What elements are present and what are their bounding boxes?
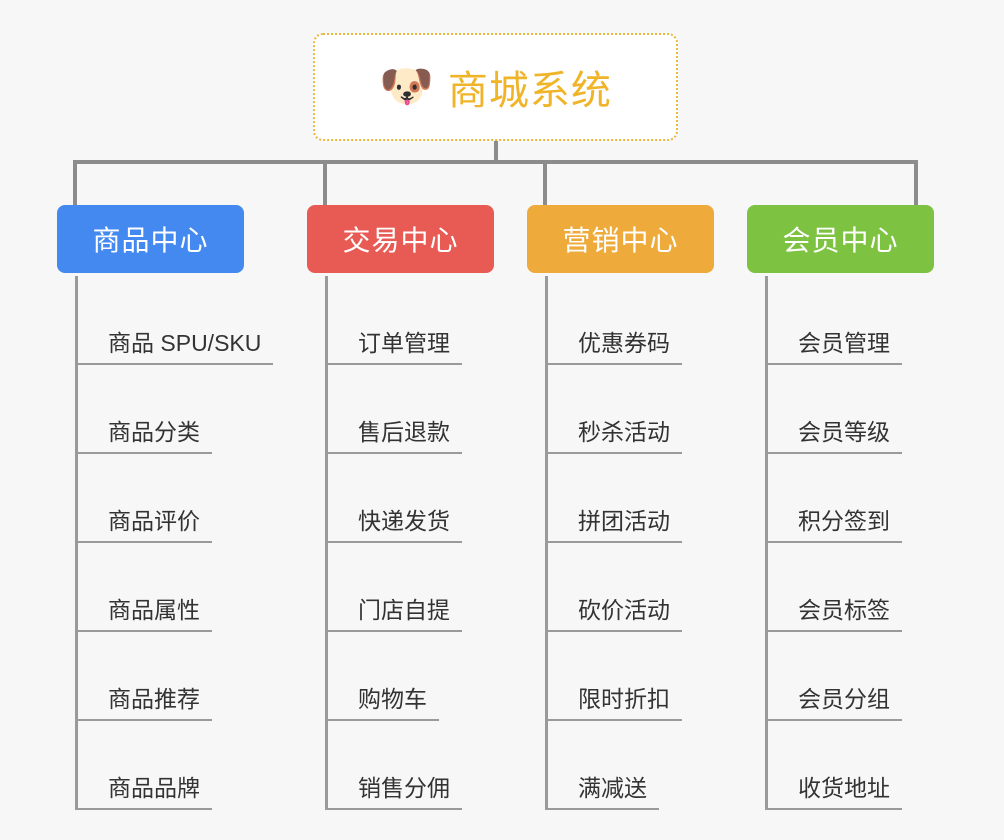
leaf-item-label: 购物车	[358, 685, 427, 712]
leaf-item[interactable]: 商品推荐	[75, 632, 212, 721]
leaf-item[interactable]: 订单管理	[325, 276, 462, 365]
column-spine	[325, 276, 328, 810]
leaf-item-label: 会员标签	[798, 596, 890, 623]
leaf-item-label: 商品品牌	[108, 774, 200, 801]
leaf-item[interactable]: 积分签到	[765, 454, 902, 543]
leaf-item-label: 秒杀活动	[578, 418, 670, 445]
leaf-item[interactable]: 购物车	[325, 632, 439, 721]
leaf-item-label: 会员管理	[798, 329, 890, 356]
leaf-item[interactable]: 会员标签	[765, 543, 902, 632]
leaf-item[interactable]: 商品评价	[75, 454, 212, 543]
category-label: 商品中心	[92, 225, 209, 256]
category-box-4[interactable]: 会员中心	[747, 205, 934, 273]
leaf-item[interactable]: 会员管理	[765, 276, 902, 365]
leaf-item-label: 砍价活动	[578, 596, 670, 623]
leaf-item-label: 拼团活动	[578, 507, 670, 534]
category-box-2[interactable]: 交易中心	[307, 205, 494, 273]
leaf-item[interactable]: 收货地址	[765, 721, 902, 810]
leaf-item[interactable]: 商品 SPU/SKU	[75, 276, 273, 365]
branch-drop-connector-3	[543, 160, 547, 205]
leaf-item-label: 优惠券码	[578, 329, 670, 356]
leaf-item[interactable]: 售后退款	[325, 365, 462, 454]
column-spine	[75, 276, 78, 810]
leaf-column-1: 商品 SPU/SKU 商品分类商品评价商品属性商品推荐商品品牌	[75, 276, 273, 810]
leaf-item-label: 会员等级	[798, 418, 890, 445]
leaf-item[interactable]: 秒杀活动	[545, 365, 682, 454]
leaf-item-label: 销售分佣	[358, 774, 450, 801]
leaf-item[interactable]: 商品分类	[75, 365, 212, 454]
leaf-item[interactable]: 销售分佣	[325, 721, 462, 810]
leaf-item-label: 商品评价	[108, 507, 200, 534]
leaf-item[interactable]: 商品属性	[75, 543, 212, 632]
leaf-item-label: 积分签到	[798, 507, 890, 534]
horizontal-bus-connector	[75, 160, 916, 164]
leaf-column-2: 订单管理售后退款快递发货门店自提购物车销售分佣	[325, 276, 462, 810]
leaf-item[interactable]: 会员等级	[765, 365, 902, 454]
leaf-column-4: 会员管理会员等级积分签到会员标签会员分组收货地址	[765, 276, 902, 810]
category-label: 营销中心	[562, 225, 679, 256]
leaf-item-label: 商品推荐	[108, 685, 200, 712]
leaf-item[interactable]: 砍价活动	[545, 543, 682, 632]
leaf-item[interactable]: 商品品牌	[75, 721, 212, 810]
branch-drop-connector-2	[323, 160, 327, 205]
leaf-item-label: 收货地址	[798, 774, 890, 801]
leaf-item-label: 售后退款	[358, 418, 450, 445]
leaf-item[interactable]: 拼团活动	[545, 454, 682, 543]
branch-drop-connector-4	[914, 160, 918, 205]
leaf-item[interactable]: 门店自提	[325, 543, 462, 632]
leaf-column-3: 优惠券码秒杀活动拼团活动砍价活动限时折扣满减送	[545, 276, 682, 810]
leaf-item[interactable]: 会员分组	[765, 632, 902, 721]
leaf-item[interactable]: 优惠券码	[545, 276, 682, 365]
leaf-item-label: 会员分组	[798, 685, 890, 712]
root-title: 商城系统	[447, 69, 612, 113]
leaf-item[interactable]: 满减送	[545, 721, 659, 810]
leaf-item-label: 商品属性	[108, 596, 200, 623]
root-node[interactable]: 🐶 商城系统	[313, 33, 678, 141]
shiba-dog-face-icon: 🐶	[379, 62, 434, 111]
category-box-1[interactable]: 商品中心	[57, 205, 244, 273]
leaf-item[interactable]: 快递发货	[325, 454, 462, 543]
category-box-3[interactable]: 营销中心	[527, 205, 714, 273]
leaf-item-label: 订单管理	[358, 329, 450, 356]
leaf-item-label: 门店自提	[358, 596, 450, 623]
leaf-item-label: 商品分类	[108, 418, 200, 445]
leaf-item-label: 快递发货	[358, 507, 450, 534]
root-stem-connector	[494, 141, 498, 164]
column-spine	[765, 276, 768, 810]
category-label: 交易中心	[342, 225, 459, 256]
leaf-item-label: 商品 SPU/SKU	[108, 329, 262, 356]
column-spine	[545, 276, 548, 810]
leaf-item[interactable]: 限时折扣	[545, 632, 682, 721]
branch-drop-connector-1	[73, 160, 77, 205]
leaf-item-label: 满减送	[578, 774, 647, 801]
leaf-item-label: 限时折扣	[578, 685, 670, 712]
category-label: 会员中心	[782, 225, 899, 256]
